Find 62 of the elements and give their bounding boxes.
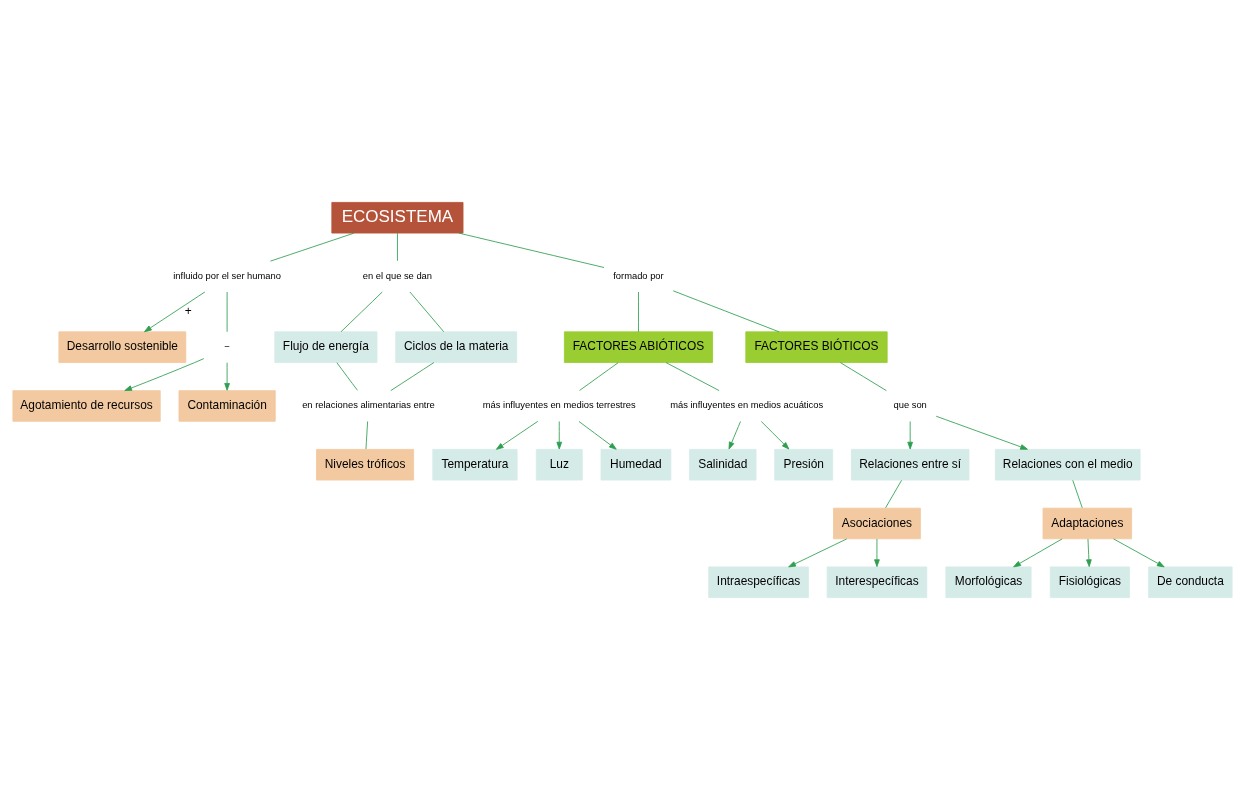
node-box: Fisiológicas (1049, 566, 1130, 598)
arrow (224, 362, 230, 391)
connector (365, 421, 369, 450)
connector (665, 362, 720, 391)
arrow (124, 358, 205, 391)
node-box: Adaptaciones (1042, 507, 1133, 540)
connector (340, 291, 383, 333)
node-box: Salinidad (689, 448, 757, 481)
arrow (1013, 538, 1063, 568)
node-box: Interespecíficas (826, 566, 928, 598)
connector (397, 232, 398, 262)
arrow (556, 421, 563, 450)
node-text: más influyentes en medios acuáticos (670, 400, 824, 411)
node-box: Ciclos de la materia (395, 331, 518, 363)
node-box: Temperatura (432, 448, 518, 481)
node-box: Asociaciones (833, 507, 921, 540)
connector (390, 362, 435, 391)
node-text: en relaciones alimentarias entre (302, 400, 435, 411)
node-box: Niveles tróficos (316, 448, 415, 481)
connector (1072, 479, 1083, 509)
node-box: Intraespecíficas (708, 566, 809, 598)
connector (885, 479, 903, 509)
arrow (935, 415, 1028, 450)
arrow (728, 421, 741, 450)
node-box: ECOSISTEMA (331, 202, 464, 234)
node-text: formado por (613, 270, 664, 281)
node-box: Desarrollo sostenible (58, 331, 187, 363)
node-box: Relaciones con el medio (994, 448, 1141, 481)
connector (672, 290, 780, 333)
node-text: influido por el ser humano (173, 270, 281, 281)
arrow (760, 421, 790, 450)
connector (638, 291, 639, 333)
node-box: Presión (774, 448, 834, 481)
node-box: Morfológicas (945, 566, 1032, 598)
node-text: que son (893, 400, 927, 411)
edge-label: + (184, 304, 192, 318)
node-box: Humedad (600, 448, 672, 481)
node-text: − (224, 341, 230, 352)
arrow (788, 538, 848, 568)
arrow (495, 420, 539, 450)
node-box: Flujo de energía (274, 331, 378, 363)
node-text: en el que se dan (362, 270, 433, 281)
node-box: Relaciones entre sí (850, 448, 970, 481)
node-box: De conducta (1148, 566, 1233, 598)
connector (336, 362, 358, 391)
node-box: Luz (535, 448, 583, 481)
node-box: FACTORES BIÓTICOS (745, 331, 888, 363)
node-box: Agotamiento de recursos (12, 390, 161, 422)
arrow (1113, 538, 1165, 568)
arrow (874, 538, 880, 567)
arrow (907, 421, 913, 450)
arrow (144, 291, 206, 333)
node-box: FACTORES ABIÓTICOS (563, 331, 713, 363)
arrow (1086, 538, 1092, 567)
connector (270, 232, 355, 262)
connector (409, 291, 445, 333)
arrow (578, 421, 617, 450)
connector (839, 362, 887, 391)
connector (579, 362, 619, 391)
node-text: más influyentes en medios terrestres (482, 400, 636, 411)
node-box: Contaminación (178, 390, 276, 422)
connector (458, 232, 605, 268)
